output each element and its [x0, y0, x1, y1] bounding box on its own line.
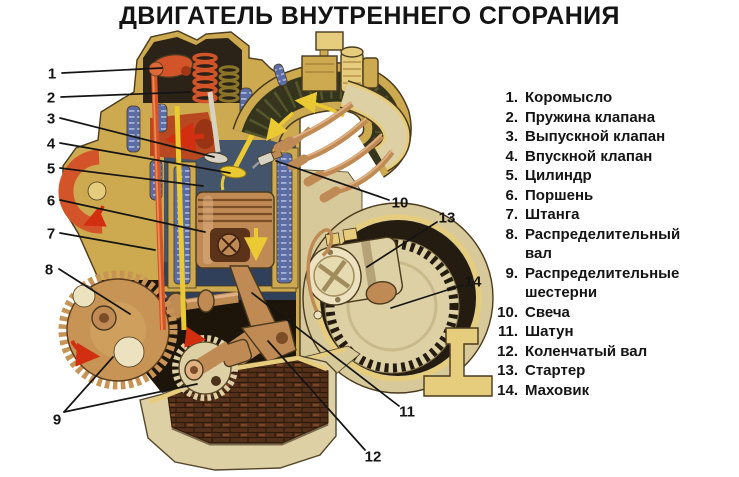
legend-item-number: 1.: [505, 89, 518, 106]
legend-item-label: Распределительные шестерни: [525, 264, 680, 302]
legend-item-label: Впускной клапан: [525, 147, 653, 165]
legend-item: 8. Распределительный вал: [482, 225, 712, 264]
legend-item-number: 13.: [497, 362, 518, 379]
piston: [195, 191, 275, 269]
callout-line-2: [60, 91, 191, 98]
callout-number-8: 8: [45, 262, 53, 279]
valvetrain: [148, 52, 261, 331]
legend-item-number: 14.: [497, 381, 518, 399]
legend-item: 14. Маховик: [482, 381, 712, 401]
legend: 1. Коромысло 2. Пружина клапана 3. Выпускной …: [482, 88, 712, 400]
legend-item-number: 7.: [505, 206, 518, 223]
legend-item-number: 3.: [505, 128, 518, 145]
callout-number-2: 2: [47, 90, 55, 107]
carburetor: [301, 31, 379, 93]
callout-line-1: [61, 67, 163, 74]
callout-number-5: 5: [47, 161, 55, 178]
legend-item-number: 8.: [505, 225, 518, 243]
callout-line-13: [366, 221, 438, 268]
legend-item-label: Выпускной клапан: [525, 128, 666, 145]
legend-item: 11. Шатун: [482, 322, 712, 342]
valve-spring: [192, 52, 218, 104]
legend-item-number: 6.: [505, 186, 518, 204]
legend-item-number: 5.: [505, 167, 518, 184]
page-title: ДВИГАТЕЛЬ ВНУТРЕННЕГО СГОРАНИЯ: [119, 2, 620, 30]
callout-number-7: 7: [47, 226, 55, 243]
pushrod: [151, 69, 166, 331]
legend-item-label: Распределительный вал: [525, 225, 681, 263]
legend-item: 7. Штанга: [482, 205, 712, 225]
legend-item: 4. Впускной клапан: [482, 147, 712, 167]
legend-item: 6. Поршень: [482, 186, 712, 206]
callout-line-12: [267, 340, 366, 451]
legend-item-label: Маховик: [525, 381, 590, 399]
legend-item-number: 2.: [505, 108, 518, 126]
callout-line-9: [63, 383, 198, 413]
legend-item-label: Поршень: [525, 186, 594, 204]
legend-item-label: Свеча: [525, 303, 570, 321]
callout-line-10: [275, 160, 390, 201]
spark-plug-wires: [273, 80, 411, 203]
legend-item-label: Цилиндр: [525, 167, 592, 184]
callout-number-10: 10: [392, 195, 409, 212]
callout-number-11: 11: [399, 404, 415, 421]
callout-line-11: [251, 292, 400, 407]
legend-item-label: Коленчатый вал: [525, 342, 648, 360]
legend-item-number: 10.: [497, 303, 518, 321]
callout-number-12: 12: [365, 449, 382, 466]
timing-gears: [58, 270, 253, 401]
callout-line-5: [59, 167, 204, 187]
callout-number-3: 3: [47, 111, 55, 128]
starter: [306, 227, 403, 320]
legend-item: 1. Коромысло: [482, 88, 712, 108]
legend-item: 3. Выпускной клапан: [482, 127, 712, 147]
legend-item: 5. Цилиндр: [482, 166, 712, 186]
legend-item-number: 9.: [505, 264, 518, 282]
callout-number-13: 13: [439, 210, 456, 227]
callout-line-8: [58, 268, 131, 315]
lifter-rod: [174, 105, 187, 331]
callout-number-9: 9: [53, 412, 61, 429]
legend-item: 13. Стартер: [482, 361, 712, 381]
legend-item-label: Пружина клапана: [525, 108, 656, 126]
legend-item-label: Стартер: [525, 362, 586, 379]
legend-item-label: Шатун: [525, 323, 574, 340]
valve-cover: [143, 37, 242, 103]
callout-number-14: 14: [465, 274, 482, 291]
legend-item: 9. Распределительные шестерни: [482, 264, 712, 303]
legend-item-number: 4.: [505, 147, 518, 165]
callout-line-7: [59, 232, 156, 251]
valve-spring-right: [218, 65, 240, 103]
callout-line-6: [59, 199, 206, 233]
engine-mount-foot: [423, 327, 493, 397]
legend-item-label: Коромысло: [525, 89, 613, 106]
callout-number-1: 1: [48, 66, 56, 83]
legend-item-label: Штанга: [525, 206, 580, 223]
callout-line-3: [59, 117, 215, 158]
legend-item-number: 12.: [497, 342, 518, 360]
legend-item: 12. Коленчатый вал: [482, 342, 712, 362]
legend-item-number: 11.: [497, 323, 518, 340]
callout-line-9: [63, 356, 114, 413]
callout-number-6: 6: [47, 193, 55, 210]
callout-line-4: [59, 142, 231, 174]
legend-item: 10. Свеча: [482, 303, 712, 323]
callout-line-14: [390, 284, 464, 309]
legend-item: 2. Пружина клапана: [482, 108, 712, 128]
callout-number-4: 4: [47, 136, 56, 153]
